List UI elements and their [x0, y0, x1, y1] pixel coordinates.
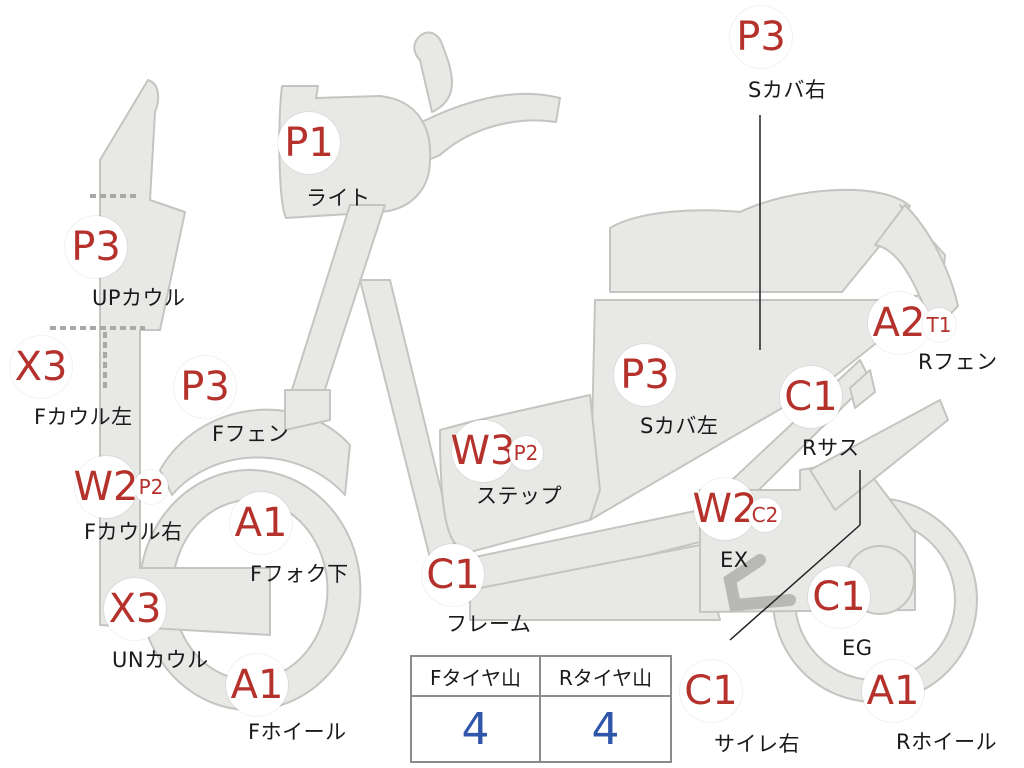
- sub-grade-badge-exhaust: C2: [748, 498, 782, 532]
- grade-badge-seat-cover-right: P3: [730, 6, 792, 68]
- front-cowl-shape: [99, 79, 271, 636]
- label-front-wheel: Fホイール: [248, 720, 347, 744]
- label-rear-suspension: Rサス: [802, 436, 860, 460]
- front-tyre-value: 4: [412, 697, 541, 761]
- exhaust-pipe-shape: [723, 554, 796, 612]
- label-upper-cowl: UPカウル: [92, 286, 186, 310]
- grade-badge-muffler-right: C1: [680, 660, 742, 722]
- sub-grade-badge-step: P2: [509, 436, 543, 470]
- front-tyre-header: Fタイヤ山: [412, 657, 541, 697]
- label-front-fork-lower: Fフォク下: [250, 562, 349, 586]
- label-seat-cover-right: Sカバ右: [748, 78, 827, 102]
- label-rear-wheel: Rホイール: [896, 730, 998, 754]
- grade-badge-front-cowl-right: W2: [74, 456, 139, 518]
- grade-badge-rear-suspension: C1: [780, 366, 842, 428]
- label-muffler-right: サイレ右: [714, 732, 800, 756]
- front-fender-shape: [159, 408, 351, 496]
- label-front-cowl-left: Fカウル左: [34, 405, 133, 429]
- label-step: ステップ: [476, 484, 562, 508]
- label-front-cowl-right: Fカウル右: [84, 520, 183, 544]
- grade-badge-under-cowl: X3: [104, 578, 166, 640]
- grade-badge-front-fork-lower: A1: [230, 492, 292, 554]
- grade-badge-upper-cowl: P3: [65, 216, 127, 278]
- rear-tyre-value: 4: [591, 703, 620, 755]
- label-seat-cover-left: Sカバ左: [640, 414, 719, 438]
- label-under-cowl: UNカウル: [112, 648, 209, 672]
- label-rear-fender: Rフェン: [918, 350, 998, 374]
- sub-grade-badge-front-cowl-right: P2: [134, 470, 168, 504]
- grade-badge-engine: C1: [808, 566, 870, 628]
- sub-grade-badge-rear-fender: T1: [922, 308, 956, 342]
- handlebar-shape: [413, 31, 453, 113]
- grade-badge-front-wheel: A1: [226, 654, 288, 716]
- grade-badge-seat-cover-left: P3: [614, 344, 676, 406]
- label-exhaust: EX: [720, 548, 749, 572]
- label-engine: EG: [842, 636, 873, 660]
- tyre-tread-table: Fタイヤ山 Rタイヤ山 4 4: [410, 655, 672, 763]
- grade-badge-light: P1: [278, 112, 340, 174]
- grade-badge-frame: C1: [422, 544, 484, 606]
- grade-badge-rear-wheel: A1: [862, 660, 924, 722]
- label-front-fender: Fフェン: [212, 422, 290, 446]
- grade-badge-rear-fender: A2: [868, 292, 930, 354]
- label-frame: フレーム: [446, 612, 532, 636]
- grade-badge-exhaust: W2: [693, 478, 758, 540]
- label-light: ライト: [306, 186, 371, 210]
- grade-badge-front-fender: P3: [174, 356, 236, 418]
- grade-badge-front-cowl-left: X3: [10, 336, 72, 398]
- rear-tyre-header: Rタイヤ山: [541, 657, 670, 697]
- grade-badge-step: W3: [451, 420, 516, 482]
- rear-shock-shape: [809, 399, 949, 511]
